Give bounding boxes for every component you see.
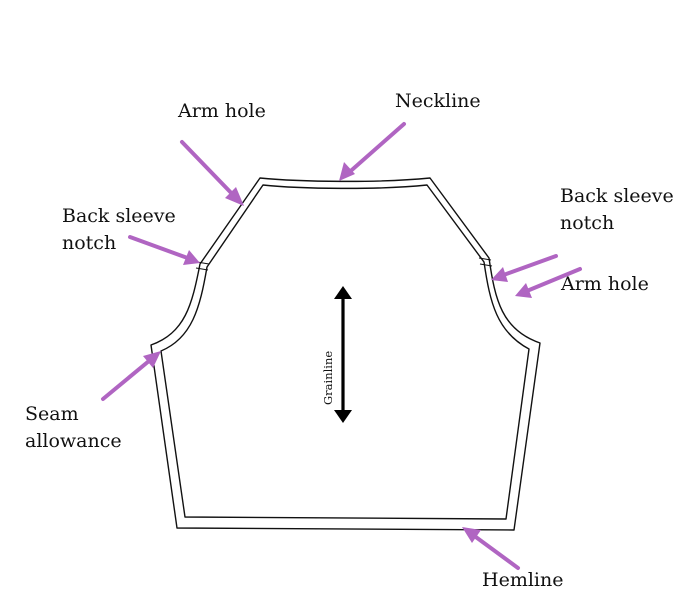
- label-line: allowance: [25, 430, 122, 452]
- arrow-arm-hole-right: [520, 267, 582, 295]
- label-line: notch: [62, 232, 117, 254]
- arrowhead-arm-hole-right: [515, 283, 532, 298]
- grainline-arrow: [334, 286, 352, 423]
- arrowhead-back-sleeve-notch-left: [183, 250, 200, 265]
- label-seam-allowance: Seam allowance: [25, 401, 122, 455]
- arrowhead-back-sleeve-notch-right: [491, 267, 508, 282]
- label-neckline: Neckline: [395, 90, 481, 112]
- label-line: Back sleeve: [62, 205, 176, 227]
- pattern-inner-outline: [160, 184, 530, 520]
- arrow-hemline: [467, 530, 520, 570]
- arrowhead-arm-hole-left: [225, 187, 244, 206]
- arrow-seam-allowance: [101, 354, 157, 401]
- arrowhead-hemline: [462, 527, 481, 543]
- arrow-neckline: [343, 122, 406, 178]
- label-back-sleeve-notch-right: Back sleeve notch: [560, 183, 674, 237]
- grainline-label: Grainline: [321, 351, 335, 405]
- label-hemline: Hemline: [482, 569, 564, 591]
- arrowhead-neckline: [339, 162, 355, 181]
- arrowhead-seam-allowance: [143, 351, 161, 368]
- pattern-outer-outline: [150, 177, 541, 531]
- label-line: Back sleeve: [560, 185, 674, 207]
- label-line: notch: [560, 212, 615, 234]
- label-line: Seam: [25, 403, 79, 425]
- arrow-back-sleeve-notch-right: [496, 254, 558, 279]
- label-back-sleeve-notch-left: Back sleeve notch: [62, 203, 176, 257]
- arrow-back-sleeve-notch-left: [128, 235, 195, 262]
- arrow-arm-hole-left: [180, 140, 240, 202]
- label-arm-hole-right: Arm hole: [561, 273, 649, 295]
- label-arm-hole-left: Arm hole: [178, 100, 266, 122]
- notch-right: [478, 257, 493, 267]
